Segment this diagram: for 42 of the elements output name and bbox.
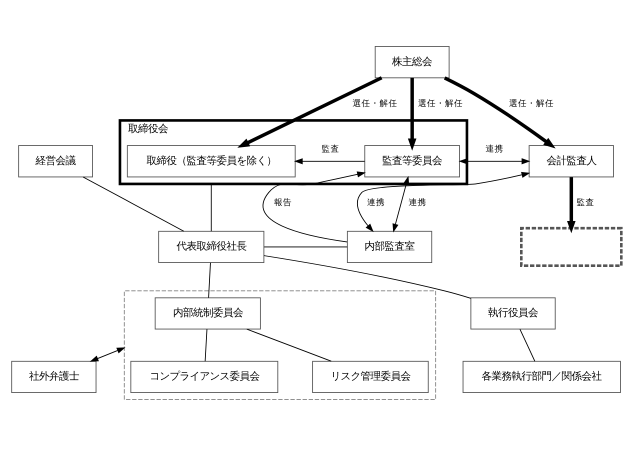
- node-box: コンプライアンス委員会: [130, 360, 278, 393]
- connector: [264, 254, 472, 298]
- node-box: 内部監査室: [346, 230, 432, 263]
- connector: [204, 328, 208, 362]
- connector: [246, 328, 332, 362]
- node-box: リスク管理委員会: [312, 360, 429, 393]
- arrow: [444, 76, 556, 148]
- node-box: 内部統制委員会: [154, 296, 261, 330]
- edge-label: 監査: [576, 198, 595, 208]
- edge-label: 監査: [321, 144, 340, 154]
- edge-label: 選任・解任: [352, 98, 398, 109]
- node-box: 各業務執行部門／関係会社: [462, 360, 621, 393]
- node-box: 監査等委員会: [364, 144, 460, 177]
- node-box: 代表取締役社長: [158, 230, 264, 263]
- edge-label: 連携: [408, 198, 427, 208]
- node-box: 執行役員会: [470, 296, 556, 330]
- node-box: 経営会議: [18, 144, 93, 177]
- edge-label: 報告: [274, 198, 292, 208]
- node-box: 株主総会: [374, 46, 450, 78]
- connector: [210, 182, 212, 232]
- arrow: [237, 76, 382, 148]
- edge-label: 連携: [366, 198, 385, 208]
- arrow: [294, 158, 365, 164]
- edge-label: 連携: [486, 144, 504, 154]
- edge-label: 選任・解任: [418, 98, 463, 109]
- connector: [208, 262, 211, 298]
- node-box: 会計監査人: [528, 144, 614, 177]
- node-box: 社外弁護士: [11, 360, 96, 393]
- arrow: [357, 171, 530, 232]
- edge-label: 選任・解任: [509, 98, 554, 109]
- connector: [264, 246, 348, 247]
- node-box: 取締役（監査等委員を除く）: [126, 144, 296, 177]
- connector: [520, 328, 536, 362]
- arrow: [567, 176, 576, 233]
- node-box: [520, 226, 623, 266]
- arrow: [408, 77, 416, 150]
- arrow: [458, 158, 530, 164]
- arrow: [90, 346, 126, 362]
- connector: [82, 176, 184, 232]
- cluster: [124, 290, 436, 400]
- arrow: [392, 175, 410, 232]
- arrow: [262, 170, 366, 242]
